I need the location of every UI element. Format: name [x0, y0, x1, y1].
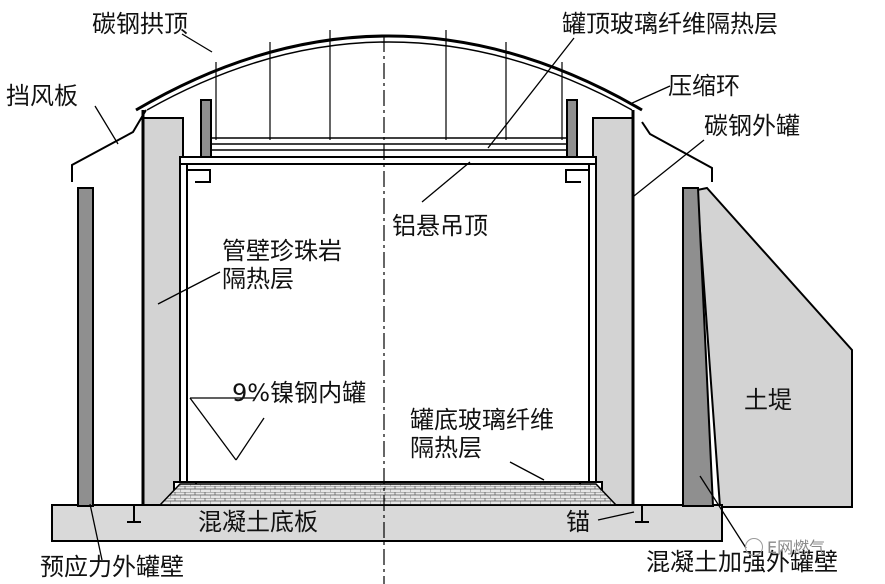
nickel-steel-inner-tank-left [179, 163, 188, 483]
wechat-icon [745, 538, 763, 556]
leader-lines [89, 33, 747, 561]
label-bottom-glass-fiber-line1: 罐底玻璃纤维 [410, 406, 554, 434]
watermark-text: E网燃气 [767, 538, 826, 557]
inner-tank-bracket-right [565, 169, 589, 183]
dome-hangers [215, 30, 563, 140]
label-roof-glass-fiber-insulation: 罐顶玻璃纤维隔热层 [562, 10, 778, 38]
carbon-steel-dome-inner [146, 41, 633, 111]
label-bottom-glass-fiber-line2: 隔热层 [410, 434, 482, 462]
label-compression-ring: 压缩环 [668, 72, 740, 100]
prestressed-outer-wall-left [77, 187, 94, 507]
label-carbon-steel-outer-tank: 碳钢外罐 [704, 112, 800, 140]
perlite-insulation-right [592, 117, 634, 506]
compression-ring-right [566, 99, 578, 159]
anchor-bolts [127, 505, 649, 523]
label-perlite-insulation-line2: 隔热层 [222, 265, 294, 293]
aluminum-suspended-deck [179, 156, 597, 165]
label-perlite-insulation-line1: 管壁珍珠岩 [222, 237, 342, 265]
concrete-base-slab [51, 504, 723, 542]
label-earth-embankment: 土堤 [744, 386, 792, 414]
label-concrete-base-slab: 混凝土底板 [198, 508, 318, 536]
bottom-glass-fiber-insulation [158, 483, 618, 506]
label-nickel-steel-inner-tank: 9%镍钢内罐 [232, 379, 367, 407]
wind-shield [71, 109, 147, 182]
concrete-reinforced-outer-wall [682, 187, 715, 507]
earth-embankment [695, 186, 853, 508]
nickel-steel-inner-tank-right [588, 163, 597, 483]
watermark: E网燃气 [745, 534, 825, 558]
label-aluminum-suspended-deck: 铝悬吊顶 [392, 212, 488, 240]
roof-glass-fiber-insulation [211, 137, 567, 151]
carbon-steel-dome [135, 34, 643, 112]
label-wind-shield: 挡风板 [6, 82, 78, 110]
label-anchor: 锚 [566, 508, 590, 536]
inner-tank-bracket-left [187, 169, 211, 183]
label-bottom-glass-fiber-insulation: 罐底玻璃纤维 隔热层 [410, 406, 554, 462]
label-concrete-reinforced-outer-wall: 混凝土加强外罐壁 [646, 548, 838, 576]
wind-shield-right [641, 121, 713, 182]
compression-ring-left [200, 99, 212, 159]
perlite-insulation-left [142, 117, 184, 506]
label-carbon-steel-dome: 碳钢拱顶 [92, 10, 188, 38]
label-perlite-insulation: 管壁珍珠岩 隔热层 [222, 237, 342, 293]
label-prestressed-outer-wall: 预应力外罐壁 [40, 553, 184, 581]
